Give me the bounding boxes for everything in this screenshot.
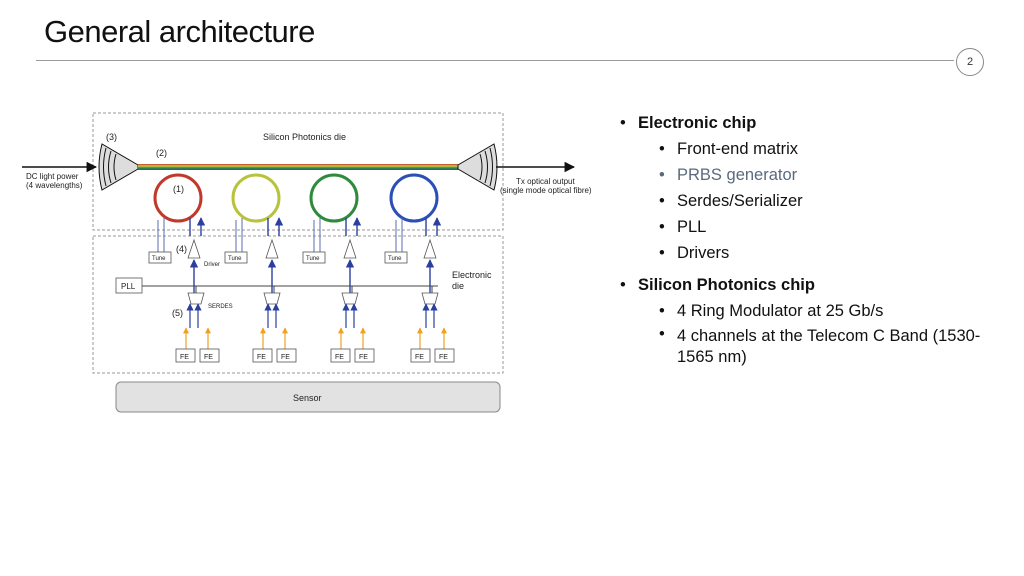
bullet-drivers: Drivers: [620, 240, 1010, 266]
page-title: General architecture: [44, 14, 315, 49]
channel-1: Tune Driver SERDES FE FE: [148, 217, 233, 363]
architecture-diagram: (3) (2) Silicon Photonics die DC light p…: [22, 112, 592, 413]
tune-label: Tune: [306, 256, 320, 262]
bullet-silicon-photonics-chip: Silicon Photonics chip: [620, 272, 1010, 298]
fe-box: [330, 348, 351, 363]
right-grating-coupler: [457, 143, 498, 191]
tune-box: [302, 251, 326, 264]
bullet-electronic-chip: Electronic chip: [620, 110, 1010, 136]
electronic-die-box: [92, 235, 504, 374]
dc-light-label: DC light power: [26, 172, 79, 181]
serdes-label: SERDES: [208, 304, 233, 310]
fe-label: FE: [180, 354, 189, 361]
fe-box: [434, 348, 455, 363]
electronic-die-label: Electronic: [452, 270, 492, 280]
title-divider: [36, 60, 954, 61]
serdes-mux: [341, 292, 359, 305]
electronic-die-label-2: die: [452, 281, 464, 291]
tune-label: Tune: [388, 256, 402, 262]
bullet-front-end-matrix: Front-end matrix: [620, 136, 1010, 162]
tune-label: Tune: [152, 256, 166, 262]
fe-box: [410, 348, 431, 363]
bullet-prbs-generator: PRBS generator: [620, 162, 1010, 188]
waveguide: [138, 164, 458, 170]
fe-label: FE: [335, 354, 344, 361]
label-3: (3): [106, 132, 117, 142]
fe-box: [252, 348, 273, 363]
fe-label: FE: [257, 354, 266, 361]
page-number-badge: 2: [956, 48, 984, 76]
tune-box: [224, 251, 248, 264]
fe-label: FE: [415, 354, 424, 361]
ring-modulator-3: [309, 173, 359, 223]
fe-label: FE: [204, 354, 213, 361]
label-2: (2): [156, 148, 167, 158]
label-1: (1): [173, 184, 184, 194]
fe-box: [175, 348, 196, 363]
tx-output-label: Tx optical output: [516, 177, 575, 186]
driver-triangle: [187, 238, 201, 259]
driver-triangle: [423, 238, 437, 259]
bullet-pll: PLL: [620, 214, 1010, 240]
label-4: (4): [176, 244, 187, 254]
fe-box: [354, 348, 375, 363]
ring-modulator-2: [231, 173, 281, 223]
pll-label: PLL: [121, 282, 136, 291]
driver-triangle: [265, 238, 279, 259]
ring-modulator-4: [389, 173, 439, 223]
fe-box: [199, 348, 220, 363]
fe-box: [276, 348, 297, 363]
channel-2: Tune FE FE: [224, 217, 297, 363]
serdes-mux: [187, 292, 205, 305]
serdes-mux: [263, 292, 281, 305]
bullet-ring-modulator: 4 Ring Modulator at 25 Gb/s: [620, 298, 1010, 324]
fe-label: FE: [359, 354, 368, 361]
dc-light-label-2: (4 wavelengths): [26, 181, 83, 190]
tune-label: Tune: [228, 256, 242, 262]
tune-box: [148, 251, 172, 264]
label-5: (5): [172, 308, 183, 318]
channel-3: Tune FE FE: [302, 217, 375, 363]
tx-output-label-2: (single mode optical fibre): [500, 186, 592, 195]
tune-box: [384, 251, 408, 264]
channel-4: Tune FE FE: [384, 217, 455, 363]
fe-label: FE: [281, 354, 290, 361]
bullet-channels: 4 channels at the Telecom C Band (1530-1…: [620, 324, 1010, 368]
driver-label: Driver: [204, 262, 220, 268]
photonics-die-box: [92, 112, 504, 231]
sensor-label: Sensor: [293, 393, 322, 403]
fe-label: FE: [439, 354, 448, 361]
die-title: Silicon Photonics die: [263, 132, 346, 142]
sensor-box: [115, 381, 501, 413]
left-grating-coupler: [98, 143, 139, 191]
driver-triangle: [343, 238, 357, 259]
bullet-serdes: Serdes/Serializer: [620, 188, 1010, 214]
ring-modulator-1: [153, 173, 203, 223]
serdes-mux: [421, 292, 439, 305]
bullet-list: Electronic chip Front-end matrix PRBS ge…: [620, 110, 1010, 368]
